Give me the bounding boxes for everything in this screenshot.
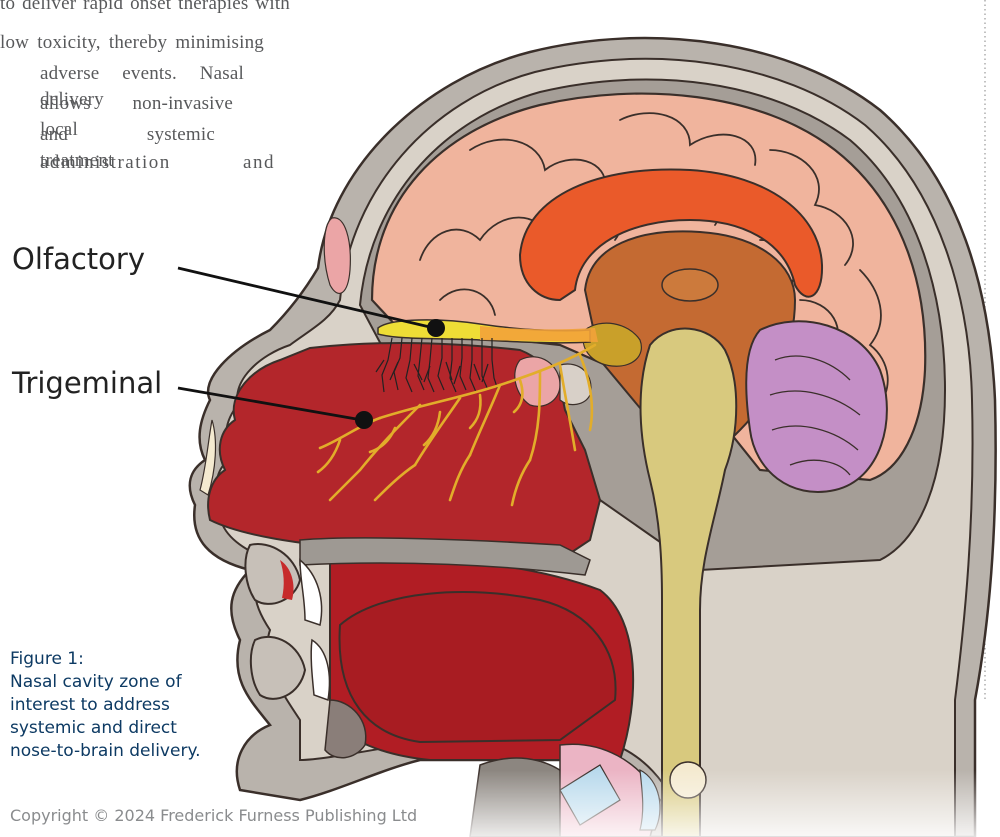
figure-caption-line-4: systemic and direct <box>10 717 177 740</box>
body-text-line-1: to deliver rapid onset therapies with <box>0 0 290 17</box>
figure-caption-line-1: Figure 1: <box>10 648 84 671</box>
bottom-fade <box>400 770 1000 837</box>
figure-caption-line-2: Nasal cavity zone of <box>10 671 182 694</box>
tongue <box>340 592 616 742</box>
body-text-line-6: administration and <box>40 150 275 176</box>
figure-caption-line-3: interest to address <box>10 694 170 717</box>
trigeminal-label: Trigeminal <box>12 366 162 400</box>
thalamus <box>662 269 718 301</box>
olfactory-label: Olfactory <box>12 242 145 276</box>
body-text-line-2: low toxicity, thereby minimising <box>0 30 264 56</box>
trigeminal-leader-dot <box>355 411 373 429</box>
copyright-notice: Copyright © 2024 Frederick Furness Publi… <box>10 806 417 825</box>
olfactory-leader-dot <box>427 319 445 337</box>
figure-caption-line-5: nose-to-brain delivery. <box>10 740 201 763</box>
